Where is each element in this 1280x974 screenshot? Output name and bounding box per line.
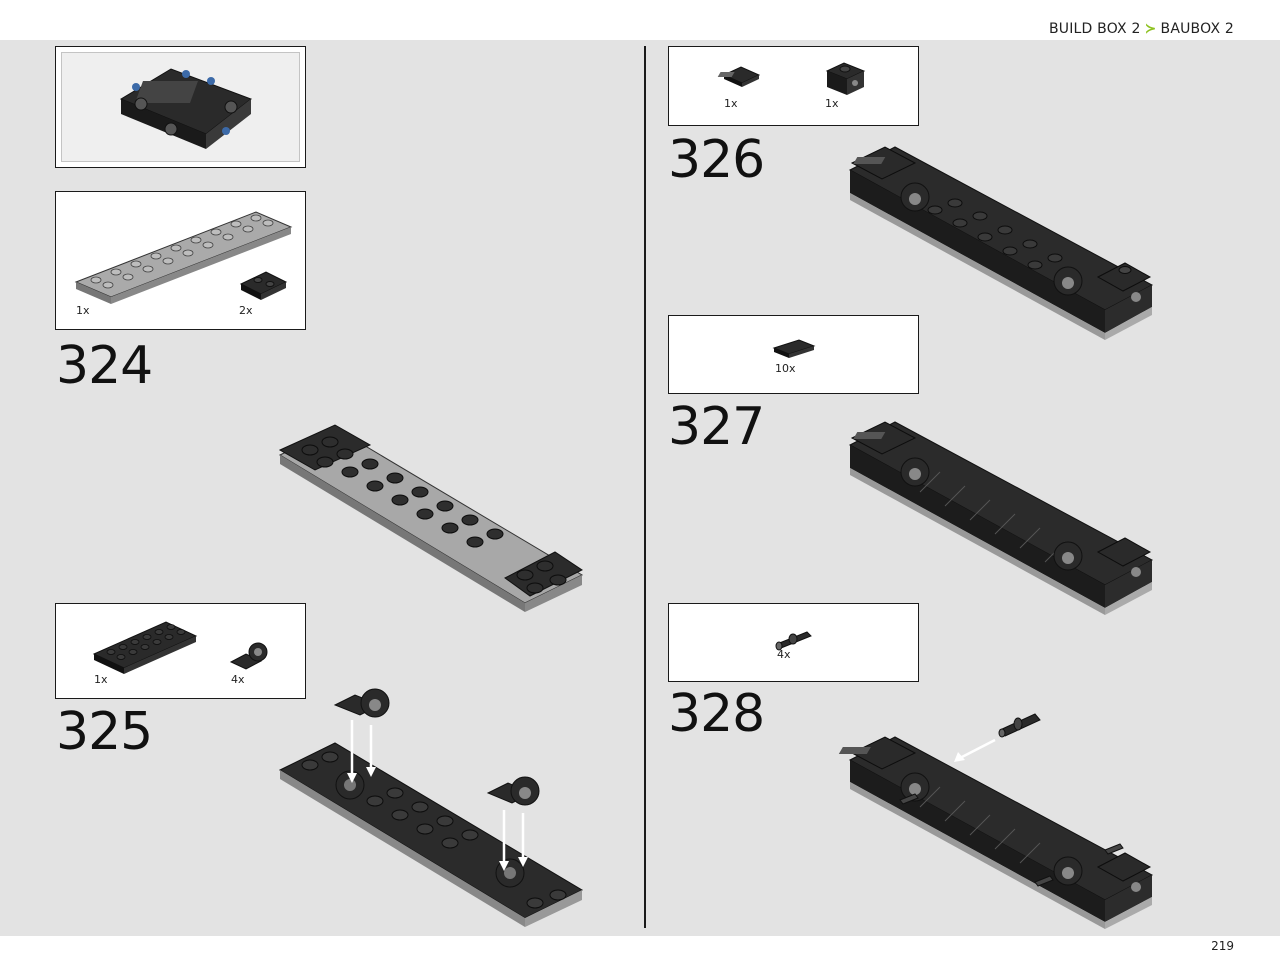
tile-1x2-image (772, 339, 816, 358)
brick-round-bracket-image (229, 642, 268, 670)
technic-pin-image (775, 631, 812, 651)
step-328-assembly-image (838, 713, 1154, 929)
step-325-parts-box: 1x 4x (55, 603, 306, 699)
plate-2x6-image (92, 621, 198, 674)
part-qty: 1x (724, 97, 738, 110)
plate-2x2-image (239, 271, 288, 300)
part-qty: 1x (76, 304, 90, 317)
step-number: 328 (668, 684, 765, 744)
step-325-assembly-image (278, 688, 584, 927)
step-number: 325 (56, 702, 153, 762)
column-divider (644, 46, 646, 928)
page-number: 219 (1211, 939, 1234, 953)
part-qty: 4x (777, 648, 791, 661)
build-box-label: BUILD BOX 2 (1048, 21, 1141, 37)
separator-icon: ≻ (1144, 21, 1157, 37)
baubox-label: BAUBOX 2 (1160, 21, 1234, 37)
part-qty: 4x (231, 673, 245, 686)
step-326-assembly-image (848, 146, 1154, 340)
tile-2x2-image (717, 66, 761, 87)
page-content (0, 40, 1280, 936)
part-qty: 10x (775, 362, 796, 375)
step-324-parts-box: 1x 2x (55, 191, 306, 330)
part-qty: 2x (239, 304, 253, 317)
step-number: 324 (56, 336, 153, 396)
submodel-preview-box (55, 46, 306, 168)
page-footer: 219 (0, 936, 1280, 974)
step-324-assembly-image (278, 424, 584, 612)
step-328-parts-box: 4x (668, 603, 919, 682)
step-number: 327 (668, 397, 765, 457)
page-header: BUILD BOX 2≻BAUBOX 2 (0, 0, 1280, 40)
step-327-parts-box: 10x (668, 315, 919, 394)
submodel-preview-image (119, 68, 253, 149)
part-qty: 1x (94, 673, 108, 686)
plate-2x16-image (74, 211, 293, 304)
step-number: 326 (668, 130, 765, 190)
header-breadcrumb: BUILD BOX 2≻BAUBOX 2 (1049, 21, 1234, 37)
step-327-assembly-image (848, 421, 1154, 615)
step-326-parts-box: 1x 1x (668, 46, 919, 126)
part-qty: 1x (825, 97, 839, 110)
technic-brick-1x1-image (825, 62, 866, 95)
